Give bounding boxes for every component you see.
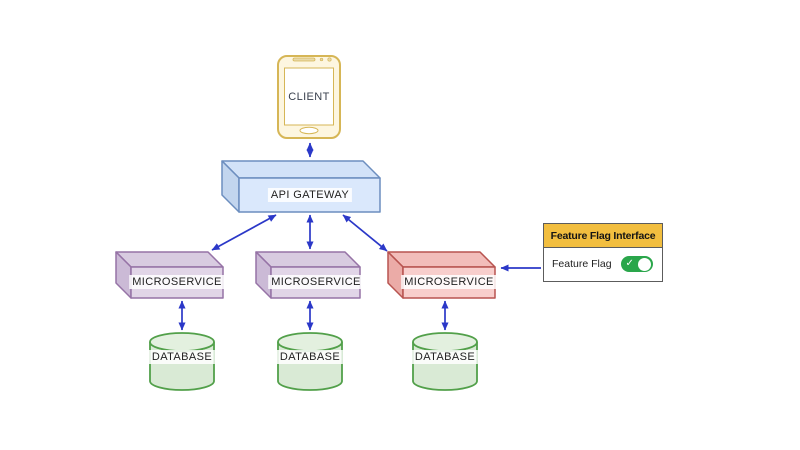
- microservice-2-label: MICROSERVICE: [268, 275, 364, 289]
- microservice-3-top-face: [387, 251, 496, 268]
- phone-camera-dot-icon: [319, 57, 324, 62]
- feature-flag-panel: Feature Flag Interface Feature Flag ✓: [543, 223, 663, 282]
- database-2-cylinder-top: [277, 332, 343, 352]
- client-node: [277, 55, 341, 139]
- feature-flag-toggle[interactable]: ✓: [620, 256, 653, 272]
- api-gateway-node: [221, 160, 381, 213]
- microservice-3-label: MICROSERVICE: [401, 275, 497, 289]
- api-gateway-label: API GATEWAY: [267, 188, 353, 202]
- microservice-2-top-face: [255, 251, 361, 268]
- feature-flag-label: Feature Flag: [552, 258, 612, 270]
- phone-sensor-dot-icon: [327, 57, 332, 62]
- database-1-label: DATABASE: [148, 350, 216, 364]
- client-label: CLIENT: [288, 91, 330, 103]
- database-1-cylinder-top: [149, 332, 215, 352]
- toggle-knob[interactable]: [637, 257, 651, 271]
- phone-speaker-icon: [292, 57, 316, 62]
- connectors: [178, 142, 541, 331]
- database-3-cylinder-top: [412, 332, 478, 352]
- check-icon: ✓: [625, 258, 634, 269]
- feature-flag-panel-body: Feature Flag ✓: [544, 248, 662, 280]
- arrow-gateway-microservice-1: [211, 214, 277, 251]
- phone-home-button: [299, 126, 319, 135]
- database-2-label: DATABASE: [276, 350, 344, 364]
- microservice-1-top-face: [115, 251, 224, 268]
- phone-screen: [284, 67, 334, 126]
- microservice-1-label: MICROSERVICE: [129, 275, 225, 289]
- api-gateway-top-face: [221, 160, 381, 179]
- database-3-label: DATABASE: [411, 350, 479, 364]
- arrow-gateway-microservice-3: [342, 214, 388, 252]
- feature-flag-panel-header: Feature Flag Interface: [544, 224, 662, 248]
